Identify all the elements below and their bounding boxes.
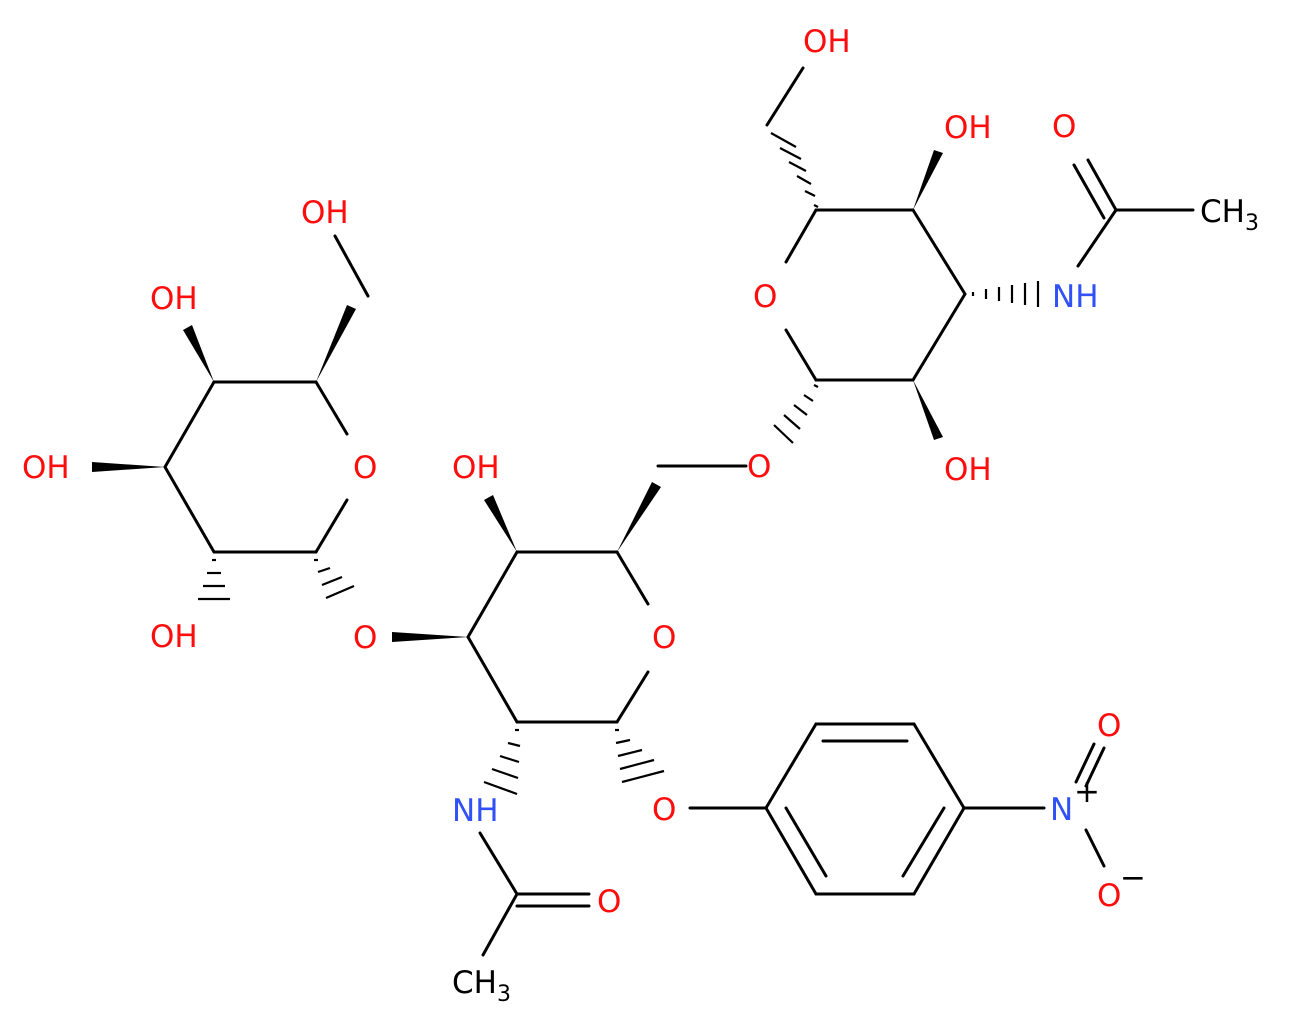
atom-labels: OH OH OH O O NH O CH3 OH OH OH OH O O OH… [22, 24, 1259, 1007]
wedge-bonds [92, 150, 943, 642]
atom-o-left-link: O [353, 620, 377, 656]
atom-oh-left-c4: OH [150, 281, 198, 317]
atom-o-nitro-top: O [1097, 708, 1121, 744]
atom-o-mid-ring: O [652, 620, 676, 656]
atom-nh-mid: NH [452, 793, 499, 829]
atom-oh-left-c3: OH [22, 450, 70, 486]
bonds [163, 66, 1195, 957]
atom-ch3-mid: CH3 [452, 965, 511, 1007]
atom-oh-left-ch2: OH [301, 195, 349, 231]
atom-o-nitro-bottom: O [1097, 878, 1121, 914]
atom-oh-right-c2: OH [944, 452, 992, 488]
atom-oh-top-right-ch2: OH [803, 24, 851, 60]
hashed-bonds [198, 132, 1040, 796]
atom-o-right-carbonyl: O [1052, 109, 1076, 145]
atom-oh-left-c2: OH [150, 619, 198, 655]
atom-o-right-link: O [747, 449, 771, 485]
atom-o-mid-aryl: O [652, 792, 676, 828]
atom-oh-mid-c4: OH [452, 450, 500, 486]
atom-o-left-ring: O [353, 450, 377, 486]
charge-plus: + [1074, 774, 1100, 810]
atom-o-right-ring: O [753, 279, 777, 315]
atom-n-nitro: N [1050, 792, 1073, 828]
atom-o-mid-carbonyl: O [597, 884, 621, 920]
atom-ch3-right: CH3 [1200, 194, 1259, 236]
atom-oh-right-c4: OH [944, 110, 992, 146]
atom-nh-right: NH [1052, 279, 1099, 315]
charge-minus: − [1120, 860, 1146, 896]
